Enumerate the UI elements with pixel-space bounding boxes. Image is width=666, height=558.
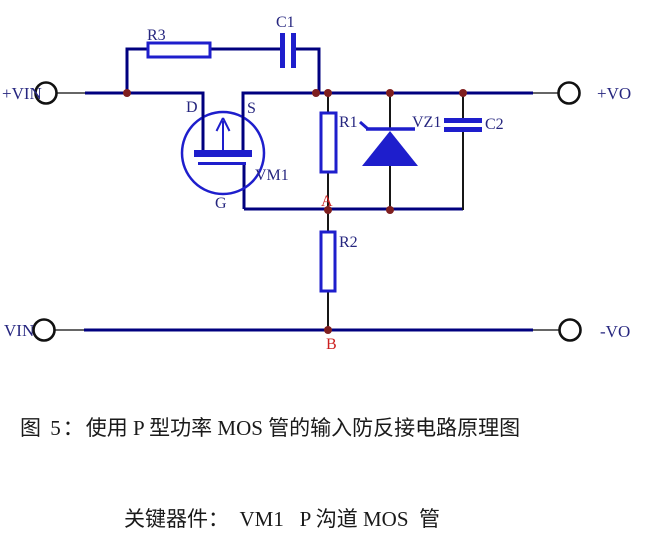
- label-c1: C1: [276, 14, 295, 31]
- junction-dot: [123, 89, 131, 97]
- mosfet-vm1-channel-bar: [194, 150, 252, 157]
- key-components-caption: 关键器件： VM1 P 沟道 MOS 管: [124, 507, 441, 531]
- label-c2: C2: [485, 116, 504, 133]
- label-vz1: VZ1: [412, 114, 441, 131]
- terminal-vin-pos: [34, 81, 58, 105]
- label-r2: R2: [339, 234, 358, 251]
- junction-dot-node-b: [324, 326, 332, 334]
- figure-title: 使用 P 型功率 MOS 管的输入防反接电路原理图: [85, 416, 521, 440]
- label-vm1: VM1: [255, 167, 289, 184]
- capacitor-c1-plate-right: [291, 33, 296, 68]
- capacitor-c1-plate-left: [280, 33, 285, 68]
- label-node-b: B: [326, 336, 337, 353]
- terminal-vo-pos: [557, 81, 581, 105]
- mosfet-vm1-gate-plate: [198, 162, 246, 165]
- label-node-a: A: [321, 193, 333, 210]
- resistor-r1-body: [319, 111, 338, 174]
- label-gate: G: [215, 195, 227, 212]
- terminal-vo-neg: [558, 318, 582, 342]
- label-vin-pos: +VIN: [2, 84, 42, 103]
- label-source: S: [247, 100, 256, 117]
- label-vin-neg: VIN: [4, 321, 34, 340]
- resistor-r2-body: [319, 230, 337, 293]
- mosfet-vm1-circle: [180, 110, 266, 196]
- wire-c1-down-branch: [296, 47, 321, 93]
- label-vo-neg: -VO: [600, 322, 630, 341]
- capacitor-c2-plate-bottom: [444, 127, 482, 132]
- junction-dot: [459, 89, 467, 97]
- figure-number: 图 5：: [20, 416, 86, 440]
- zener-vz1-triangle: [362, 131, 418, 166]
- schematic-canvas: +VIN VIN +VO -VO R3 C1 R1 VZ1 C2 R2 VM1 …: [2, 14, 631, 353]
- label-r3: R3: [147, 27, 166, 44]
- resistor-r3-body: [146, 41, 212, 59]
- capacitor-c2-plate-top: [444, 118, 482, 123]
- wire-r3-branch-up: [125, 47, 148, 93]
- label-vo-pos: +VO: [597, 84, 631, 103]
- junction-dot: [312, 89, 320, 97]
- mosfet-vm1-arrowhead-icon: [215, 117, 231, 132]
- label-r1: R1: [339, 114, 358, 131]
- junction-dot: [386, 206, 394, 214]
- figure-caption: 图 5：使用 P 型功率 MOS 管的输入防反接电路原理图: [20, 412, 640, 442]
- junction-dot: [324, 89, 332, 97]
- junction-dot-node-a: [324, 206, 332, 214]
- label-drain: D: [186, 99, 198, 116]
- terminal-vin-neg: [32, 318, 56, 342]
- junction-dot: [386, 89, 394, 97]
